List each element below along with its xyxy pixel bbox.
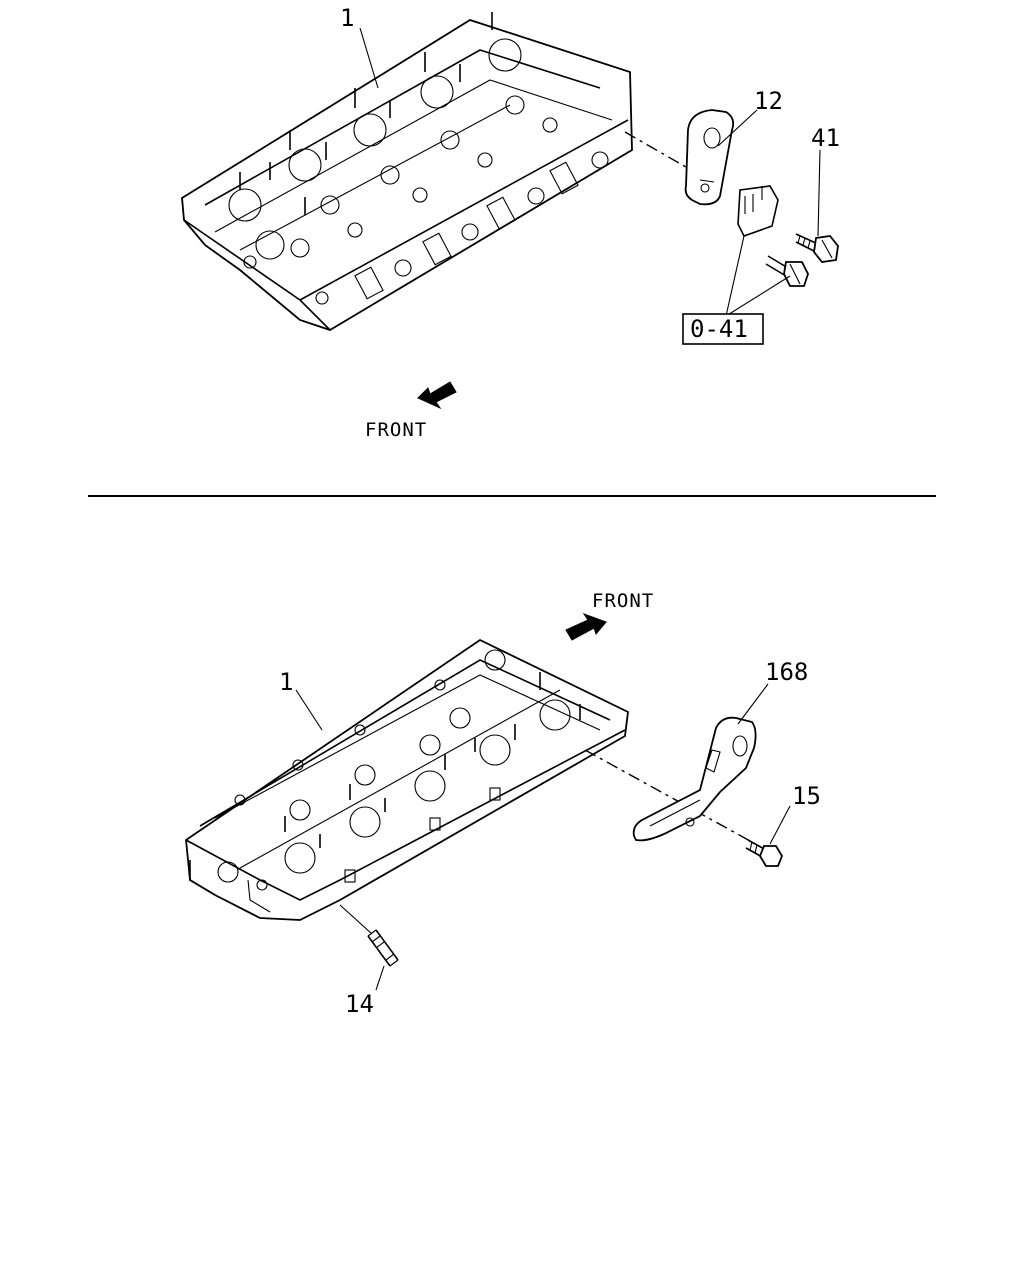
mounting-block-drawing [737, 185, 779, 237]
callout-leader-1-bottom [295, 689, 323, 731]
callout-leader-168 [737, 683, 769, 725]
cylinder-head-top-drawing [181, 12, 633, 331]
callout-leader-1-top [359, 27, 379, 89]
bolt-15-drawing [745, 839, 784, 867]
callout-41: 41 [811, 124, 840, 152]
callout-leader-41 [817, 149, 821, 237]
cylinder-head-bottom-drawing [185, 638, 629, 921]
bracket-12-drawing [684, 109, 735, 206]
front-arrow-top-icon [417, 381, 457, 410]
bracket-168-drawing [632, 716, 757, 842]
callout-14: 14 [345, 990, 374, 1018]
callout-leader-15 [769, 805, 791, 845]
stud-14-leader-upper [339, 904, 373, 935]
reference-0-41[interactable]: 0-41 [690, 315, 748, 343]
front-label-top: FRONT [365, 419, 427, 441]
reference-box [682, 313, 764, 345]
top-section: 1 12 41 [181, 4, 840, 441]
callout-1-bottom: 1 [279, 668, 293, 696]
ref-leader-a [725, 235, 745, 317]
callout-leader-14 [375, 965, 385, 991]
front-label-bottom: FRONT [592, 590, 654, 612]
centerline-bottom [584, 749, 753, 843]
bolt-41-drawing [795, 233, 839, 263]
callout-leader-12 [717, 109, 758, 147]
bottom-section: FRONT [185, 590, 821, 1018]
stud-14-drawing [367, 929, 399, 967]
bolt-0-41-drawing [765, 255, 809, 287]
callout-12: 12 [754, 87, 783, 115]
callout-1-top: 1 [340, 4, 354, 32]
front-arrow-bottom-icon [565, 613, 607, 641]
callout-15: 15 [792, 782, 821, 810]
ref-leader-b [725, 275, 791, 317]
callout-168: 168 [765, 658, 808, 686]
